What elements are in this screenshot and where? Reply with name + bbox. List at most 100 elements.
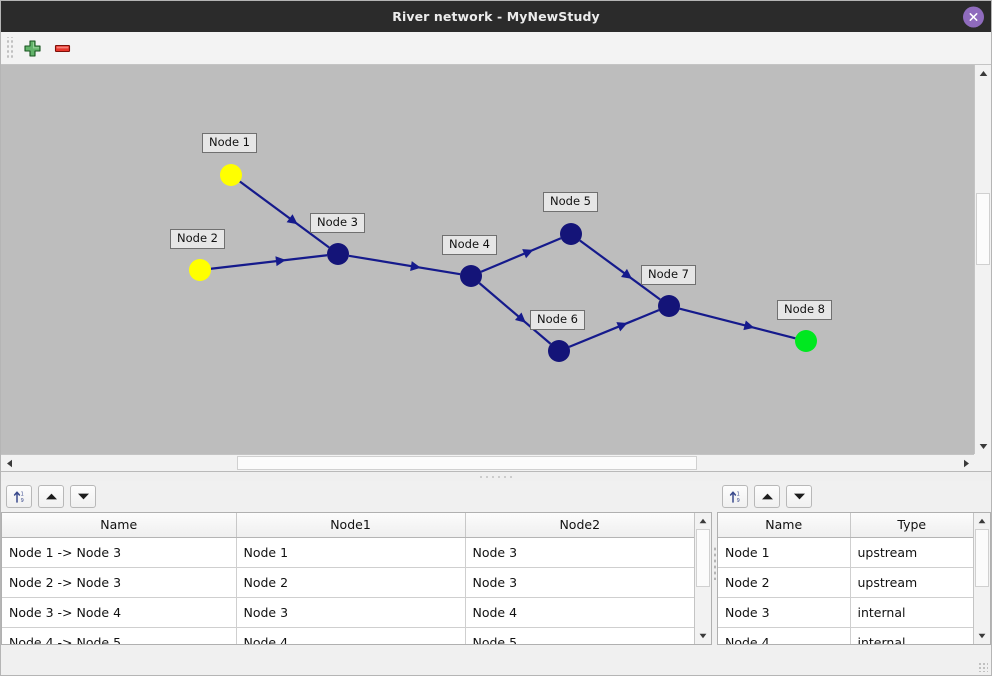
reaches-cell[interactable]: Node 3 -> Node 4 bbox=[2, 597, 237, 628]
graph-node-label[interactable]: Node 5 bbox=[543, 192, 598, 212]
reaches-column-header[interactable]: Node1 bbox=[236, 513, 466, 538]
nodes-scroll-up-button[interactable] bbox=[974, 513, 990, 529]
reaches-scroll-down-button[interactable] bbox=[695, 628, 711, 644]
reaches-column-header[interactable]: Node2 bbox=[465, 513, 694, 538]
reaches-cell[interactable]: Node 3 bbox=[465, 567, 694, 598]
graph-node-label[interactable]: Node 2 bbox=[170, 229, 225, 249]
nodes-move-up-button[interactable] bbox=[754, 485, 780, 508]
graph-node-label[interactable]: Node 6 bbox=[530, 310, 585, 330]
graph-edge-arrow-icon bbox=[410, 261, 421, 271]
graph-node-node-6[interactable] bbox=[548, 340, 570, 362]
graph-node-node-1[interactable] bbox=[220, 164, 242, 186]
graph-edge[interactable] bbox=[210, 254, 328, 270]
canvas-hscroll-thumb[interactable] bbox=[237, 456, 697, 470]
graph-edge[interactable] bbox=[579, 239, 661, 301]
nodes-cell[interactable]: upstream bbox=[850, 537, 973, 568]
reaches-sort-button[interactable]: 1 9 bbox=[6, 485, 32, 508]
reaches-cell[interactable]: Node 4 bbox=[465, 597, 694, 628]
graph-node-label[interactable]: Node 4 bbox=[442, 235, 497, 255]
reaches-vertical-scrollbar[interactable] bbox=[694, 513, 711, 644]
nodes-cell[interactable]: Node 4 bbox=[718, 627, 851, 644]
reaches-cell[interactable]: Node 1 bbox=[236, 537, 466, 568]
scroll-right-button[interactable] bbox=[958, 455, 974, 471]
canvas-vscroll-track[interactable] bbox=[975, 81, 991, 438]
graph-node-label[interactable]: Node 3 bbox=[310, 213, 365, 233]
reaches-scroll-up-button[interactable] bbox=[695, 513, 711, 529]
close-icon bbox=[969, 12, 978, 21]
horizontal-splitter[interactable] bbox=[1, 471, 991, 481]
nodes-vertical-scrollbar[interactable] bbox=[973, 513, 990, 644]
nodes-cell[interactable]: internal bbox=[850, 627, 973, 644]
graph-canvas[interactable]: Node 1 Node 2 Node 3 Node 4 Node 5 Node 6 Node… bbox=[1, 65, 974, 454]
vertical-splitter[interactable] bbox=[712, 481, 717, 645]
nodes-column-header[interactable]: Name bbox=[718, 513, 851, 538]
scroll-down-button[interactable] bbox=[975, 438, 991, 454]
reaches-cell[interactable]: Node 4 bbox=[236, 627, 466, 644]
add-node-button[interactable] bbox=[19, 35, 45, 61]
graph-node-label[interactable]: Node 1 bbox=[202, 133, 257, 153]
scroll-left-button[interactable] bbox=[1, 455, 17, 471]
reaches-move-down-button[interactable] bbox=[70, 485, 96, 508]
nodes-column-header[interactable]: Type bbox=[850, 513, 973, 538]
graph-edge[interactable] bbox=[480, 237, 562, 273]
reaches-vscroll-track[interactable] bbox=[695, 529, 711, 628]
close-button[interactable] bbox=[963, 6, 984, 27]
nodes-cell[interactable]: Node 3 bbox=[718, 597, 851, 628]
canvas-vertical-scrollbar[interactable] bbox=[974, 65, 991, 454]
graph-node-label[interactable]: Node 7 bbox=[641, 265, 696, 285]
reaches-cell[interactable]: Node 3 bbox=[465, 537, 694, 568]
graph-node-node-2[interactable] bbox=[189, 259, 211, 281]
nodes-cell[interactable]: Node 2 bbox=[718, 567, 851, 598]
canvas-hscroll-track[interactable] bbox=[17, 455, 958, 471]
reaches-cell[interactable]: Node 4 -> Node 5 bbox=[2, 627, 237, 644]
reaches-cell[interactable]: Node 2 bbox=[236, 567, 466, 598]
nodes-cell[interactable]: upstream bbox=[850, 567, 973, 598]
arrow-up-icon bbox=[761, 493, 773, 500]
nodes-move-down-button[interactable] bbox=[786, 485, 812, 508]
reaches-vscroll-thumb[interactable] bbox=[696, 529, 710, 587]
nodes-sort-button[interactable]: 1 9 bbox=[722, 485, 748, 508]
reaches-cell[interactable]: Node 2 -> Node 3 bbox=[2, 567, 237, 598]
nodes-toolbar: 1 9 bbox=[717, 481, 991, 512]
graph-edge[interactable] bbox=[679, 307, 796, 340]
graph-node-node-8[interactable] bbox=[795, 330, 817, 352]
status-footer bbox=[1, 645, 991, 675]
reaches-column-header[interactable]: Name bbox=[2, 513, 237, 538]
nodes-cell[interactable]: internal bbox=[850, 597, 973, 628]
graph-node-label[interactable]: Node 8 bbox=[777, 300, 832, 320]
graph-node-node-5[interactable] bbox=[560, 223, 582, 245]
graph-edge[interactable] bbox=[568, 309, 660, 348]
reaches-cell[interactable]: Node 5 bbox=[465, 627, 694, 644]
toolbar-grip[interactable] bbox=[5, 37, 13, 59]
nodes-cell[interactable]: Node 1 bbox=[718, 537, 851, 568]
graph-edge[interactable] bbox=[239, 180, 330, 249]
graph-node-node-7[interactable] bbox=[658, 295, 680, 317]
graph-edge[interactable] bbox=[348, 254, 461, 276]
scroll-up-button[interactable] bbox=[975, 65, 991, 81]
nodes-vscroll-thumb[interactable] bbox=[975, 529, 989, 587]
reaches-move-up-button[interactable] bbox=[38, 485, 64, 508]
nodes-vscroll-track[interactable] bbox=[974, 529, 990, 628]
reaches-cell[interactable]: Node 3 bbox=[236, 597, 466, 628]
canvas-vscroll-thumb[interactable] bbox=[976, 193, 990, 265]
window-resize-grip[interactable] bbox=[978, 662, 988, 672]
bottom-panels: 1 9 bbox=[1, 481, 991, 645]
canvas-horizontal-scrollbar[interactable] bbox=[1, 454, 974, 471]
nodes-scroll-down-button[interactable] bbox=[974, 628, 990, 644]
reaches-cell[interactable]: Node 1 -> Node 3 bbox=[2, 537, 237, 568]
graph-node-node-3[interactable] bbox=[327, 243, 349, 265]
graph-edge[interactable] bbox=[478, 282, 552, 345]
delete-node-button[interactable] bbox=[49, 35, 75, 61]
graph-node-node-4[interactable] bbox=[460, 265, 482, 287]
